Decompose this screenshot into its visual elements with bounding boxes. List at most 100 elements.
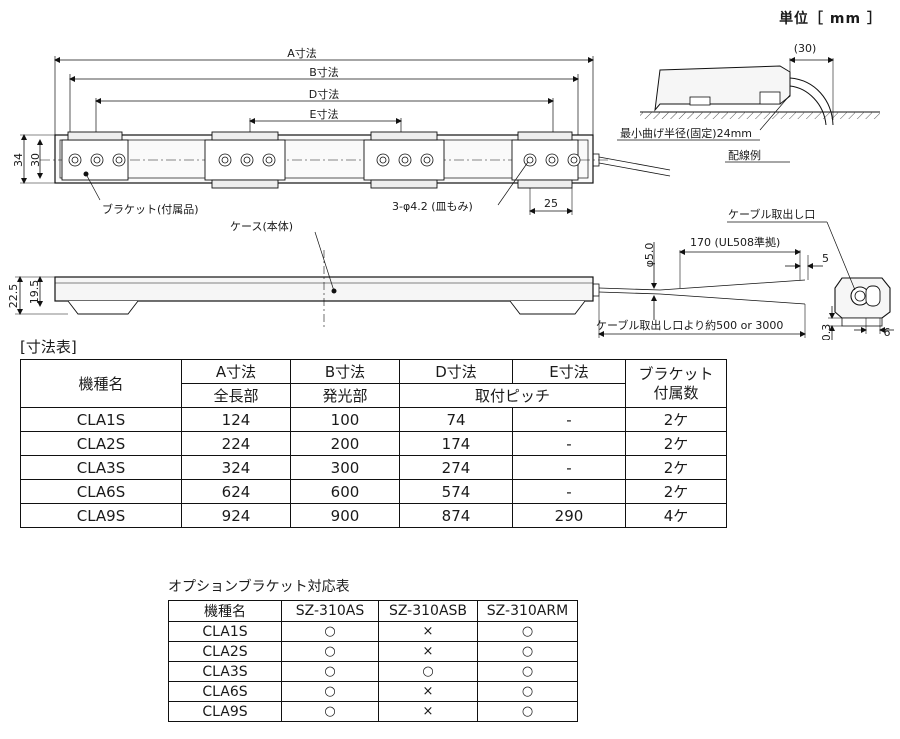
opt-header-as: SZ-310AS <box>281 600 379 622</box>
header-a-sub: 全長部 <box>181 383 291 408</box>
cell-e: 290 <box>512 503 626 528</box>
dim-34-label: 34 <box>12 153 25 167</box>
header-b-sub: 発光部 <box>290 383 400 408</box>
phi-5-label: φ5.0 <box>643 243 656 268</box>
dim-30p-label: (30) <box>794 42 817 55</box>
cell-a: 124 <box>181 407 291 432</box>
header-a: A寸法 <box>181 359 291 384</box>
technical-drawing: A寸法 B寸法 D寸法 E寸法 34 30 25 ブラケット(付属品) 3-φ4… <box>7 42 894 340</box>
hole-callout: 3-φ4.2 (皿もみ) <box>392 200 473 213</box>
table-row: CLA9S ○ × ○ <box>168 701 578 722</box>
cell-count: 2ケ <box>625 407 727 432</box>
end-view <box>727 221 894 340</box>
dim-30-label: 30 <box>29 153 42 167</box>
cell-d: 874 <box>399 503 513 528</box>
dim-e-label: E寸法 <box>310 107 339 121</box>
bracket-callout: ブラケット(付属品) <box>102 202 199 216</box>
case-callout: ケース(本体) <box>230 219 293 233</box>
dimension-table: 機種名 A寸法 B寸法 D寸法 E寸法 ブラケット 付属数 全長部 発光部 取付… <box>20 359 727 528</box>
opt-cell-model: CLA3S <box>168 661 282 682</box>
cell-b: 200 <box>290 431 400 456</box>
dim-5-label: 5 <box>822 252 829 265</box>
cell-e: - <box>512 431 626 456</box>
cell-model: CLA1S <box>20 407 182 432</box>
opt-header-model: 機種名 <box>168 600 282 622</box>
opt-cell-asb: × <box>378 701 478 722</box>
option-table-title: オプションブラケット対応表 <box>168 579 350 595</box>
table-row: CLA6S ○ × ○ <box>168 681 578 702</box>
opt-cell-model: CLA1S <box>168 621 282 642</box>
header-model: 機種名 <box>20 359 182 408</box>
cell-d: 174 <box>399 431 513 456</box>
dimension-table-title: [寸法表] <box>20 338 77 356</box>
min-bend-label: 最小曲げ半径(固定)24mm <box>620 126 752 140</box>
cell-b: 300 <box>290 455 400 480</box>
side-view <box>15 231 823 338</box>
opt-cell-as: ○ <box>281 621 379 642</box>
cable-outlet-label: ケーブル取出し口 <box>728 207 815 221</box>
cell-e: - <box>512 479 626 504</box>
cell-a: 624 <box>181 479 291 504</box>
header-e: E寸法 <box>512 359 626 384</box>
option-bracket-table: 機種名 SZ-310AS SZ-310ASB SZ-310ARM CLA1S ○… <box>168 600 578 722</box>
opt-cell-model: CLA9S <box>168 701 282 722</box>
opt-header-arm: SZ-310ARM <box>477 600 578 622</box>
table-row: CLA9S 924 900 874 290 4ケ <box>20 503 727 528</box>
top-view <box>20 56 671 215</box>
cell-b: 100 <box>290 407 400 432</box>
cell-a: 224 <box>181 431 291 456</box>
cell-d: 74 <box>399 407 513 432</box>
opt-cell-as: ○ <box>281 641 379 662</box>
unit-label: 単位［ mm ］ <box>779 11 882 27</box>
dim-10-3-label: 10.3 <box>820 324 833 340</box>
dim-d-label: D寸法 <box>309 87 339 101</box>
dim-25-label: 25 <box>544 197 558 210</box>
header-d: D寸法 <box>399 359 513 384</box>
cell-b: 600 <box>290 479 400 504</box>
table-row: CLA1S ○ × ○ <box>168 621 578 642</box>
cell-count: 2ケ <box>625 431 727 456</box>
cell-b: 900 <box>290 503 400 528</box>
dim-b-label: B寸法 <box>309 65 339 79</box>
dim-a-label: A寸法 <box>287 46 317 60</box>
table-row: CLA6S 624 600 574 - 2ケ <box>20 479 727 504</box>
dim-22-5-label: 22.5 <box>7 284 20 309</box>
opt-cell-model: CLA2S <box>168 641 282 662</box>
table-row: CLA3S ○ ○ ○ <box>168 661 578 682</box>
opt-cell-as: ○ <box>281 681 379 702</box>
cell-model: CLA9S <box>20 503 182 528</box>
cell-a: 324 <box>181 455 291 480</box>
header-pitch: 取付ピッチ <box>399 383 626 408</box>
opt-cell-as: ○ <box>281 701 379 722</box>
opt-cell-arm: ○ <box>477 701 578 722</box>
cell-e: - <box>512 407 626 432</box>
table-row: CLA2S 224 200 174 - 2ケ <box>20 431 727 456</box>
opt-cell-asb: × <box>378 641 478 662</box>
cable-170-label: 170 (UL508準拠) <box>690 235 780 249</box>
header-b: B寸法 <box>290 359 400 384</box>
opt-cell-arm: ○ <box>477 661 578 682</box>
dim-6-label: 6 <box>884 326 891 339</box>
cell-count: 2ケ <box>625 479 727 504</box>
cell-model: CLA2S <box>20 431 182 456</box>
cell-count: 2ケ <box>625 455 727 480</box>
opt-cell-arm: ○ <box>477 621 578 642</box>
header-bracket-count: ブラケット 付属数 <box>625 359 727 408</box>
cell-model: CLA3S <box>20 455 182 480</box>
wiring-detail <box>617 57 880 163</box>
dim-19-5-label: 19.5 <box>28 280 41 305</box>
table-row: CLA1S 124 100 74 - 2ケ <box>20 407 727 432</box>
cell-d: 574 <box>399 479 513 504</box>
opt-cell-asb: × <box>378 621 478 642</box>
wiring-example-label: 配線例 <box>728 148 761 162</box>
opt-cell-asb: × <box>378 681 478 702</box>
cell-a: 924 <box>181 503 291 528</box>
cable-length-label: ケーブル取出し口より約500 or 3000 <box>596 318 783 332</box>
cell-count: 4ケ <box>625 503 727 528</box>
opt-cell-as: ○ <box>281 661 379 682</box>
cell-e: - <box>512 455 626 480</box>
cell-model: CLA6S <box>20 479 182 504</box>
opt-cell-asb: ○ <box>378 661 478 682</box>
opt-cell-arm: ○ <box>477 681 578 702</box>
opt-cell-arm: ○ <box>477 641 578 662</box>
